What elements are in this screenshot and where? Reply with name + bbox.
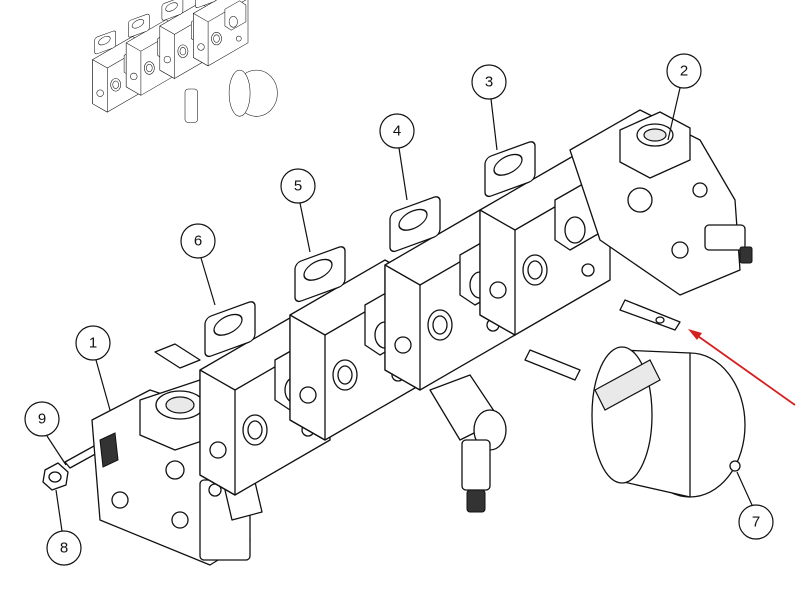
callout-9: 9 <box>24 401 67 466</box>
callout-8: 8 <box>46 489 82 566</box>
callout-1: 1 <box>75 325 111 411</box>
callout-2: 2 <box>666 53 702 141</box>
svg-text:2: 2 <box>680 63 688 80</box>
svg-text:7: 7 <box>752 514 760 531</box>
svg-text:6: 6 <box>194 233 202 250</box>
outlet-section <box>569 109 753 296</box>
red-arrow-indicator <box>688 329 796 406</box>
svg-text:9: 9 <box>38 411 46 428</box>
svg-text:5: 5 <box>294 178 302 195</box>
callout-7: 7 <box>736 471 774 540</box>
callout-5: 5 <box>280 168 316 253</box>
svg-text:1: 1 <box>89 335 97 352</box>
spool-ends <box>154 299 681 381</box>
motor-cover <box>591 346 746 498</box>
svg-text:3: 3 <box>485 74 493 91</box>
callout-4: 4 <box>379 113 415 201</box>
svg-text:8: 8 <box>60 540 68 557</box>
solenoid-cartridge <box>429 374 507 513</box>
callout-6: 6 <box>180 223 216 306</box>
callout-3: 3 <box>471 64 507 151</box>
assembly-thumbnail <box>92 0 278 123</box>
svg-text:4: 4 <box>393 123 401 140</box>
